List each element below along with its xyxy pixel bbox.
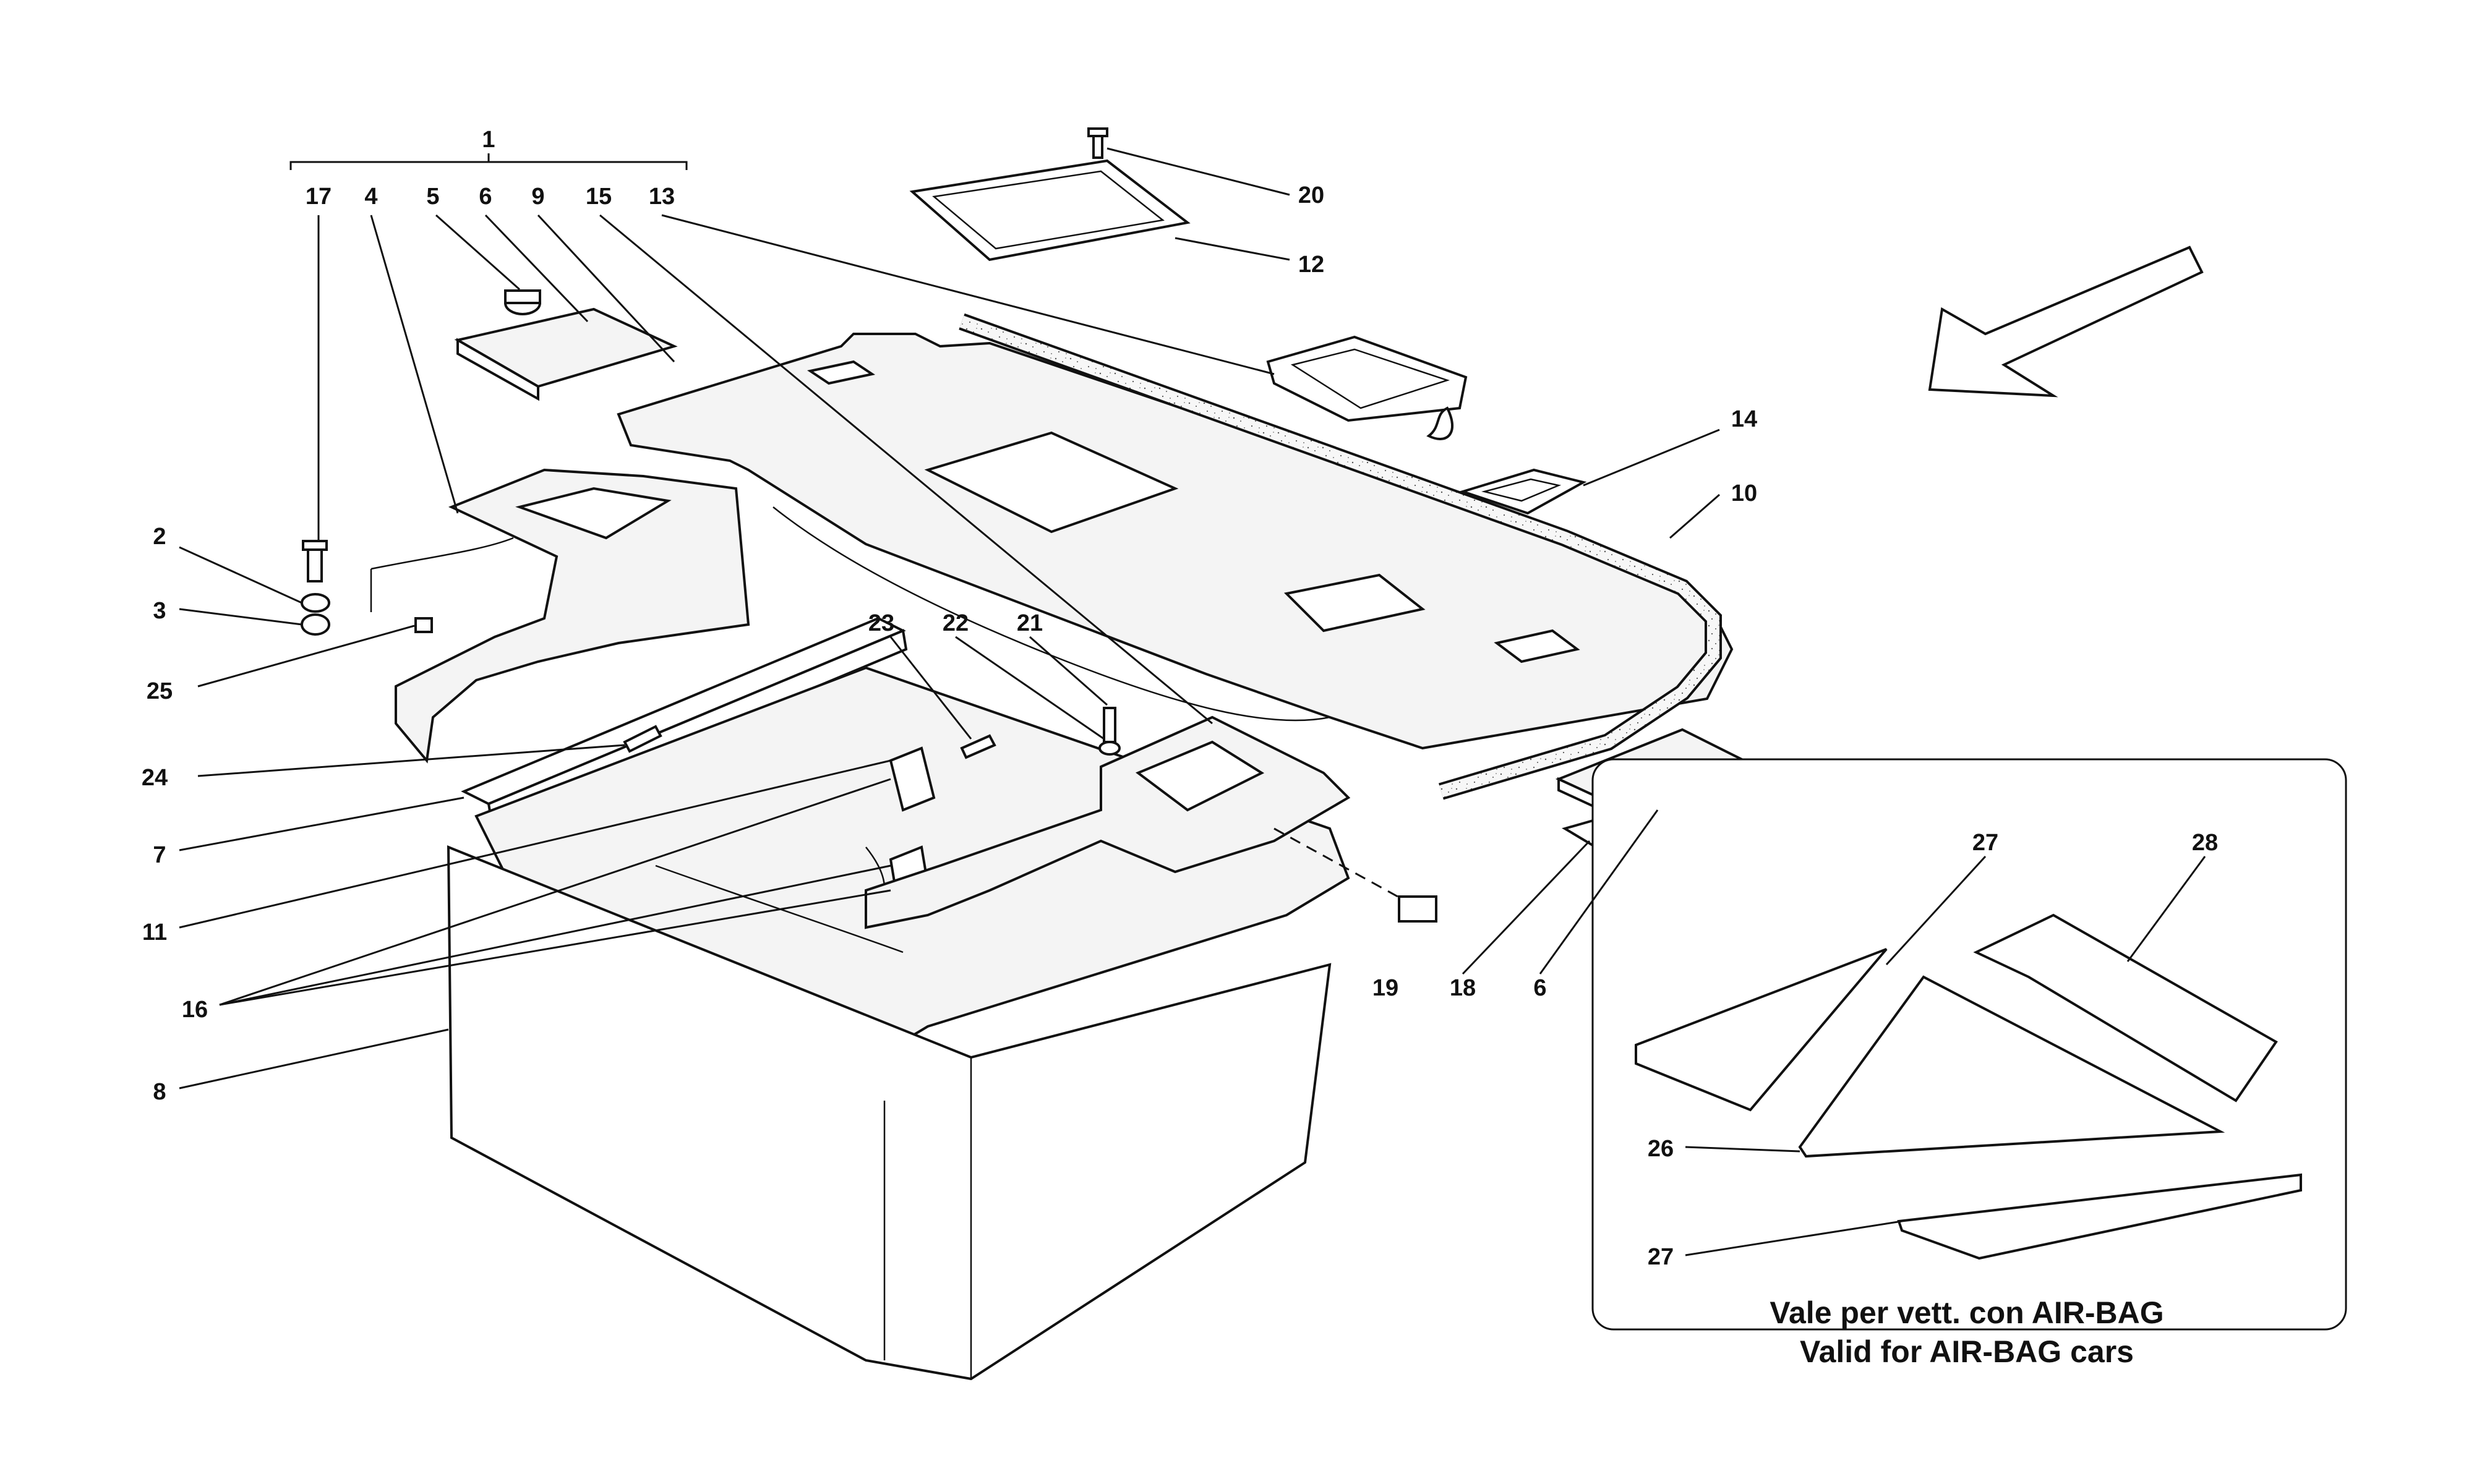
part-3-nut xyxy=(301,613,330,636)
label-24: 24 xyxy=(142,765,168,791)
label-6-upper: 6 xyxy=(479,184,492,210)
part-24-screw xyxy=(623,725,662,753)
part-2-washer xyxy=(301,593,330,613)
part-25-clip xyxy=(414,617,433,633)
part-27-pad-lower xyxy=(1897,1173,2302,1260)
label-21: 21 xyxy=(1017,610,1043,636)
label-27-upper: 27 xyxy=(1972,830,1998,856)
label-19: 19 xyxy=(1372,975,1398,1001)
part-5-cap xyxy=(504,289,541,315)
part-23-screw xyxy=(960,734,996,759)
airbag-inset xyxy=(1591,758,2347,1331)
part-21-screw xyxy=(1098,707,1121,756)
part-13-bracket xyxy=(1266,335,1468,440)
part-11-bracket xyxy=(889,746,936,812)
label-7: 7 xyxy=(153,842,166,868)
direction-arrow-icon xyxy=(1928,245,2204,398)
part-6-cover-upper xyxy=(454,307,678,401)
label-11: 11 xyxy=(142,919,167,945)
label-27-lower: 27 xyxy=(1648,1244,1674,1270)
label-16: 16 xyxy=(182,997,208,1023)
part-19-connector xyxy=(1273,827,1437,923)
label-17: 17 xyxy=(306,184,332,210)
label-12: 12 xyxy=(1298,252,1324,278)
part-26-pad xyxy=(1798,975,2225,1158)
callout-labels: 1 17 4 5 6 9 15 13 20 12 14 10 2 3 25 23… xyxy=(142,127,2218,1270)
label-4: 4 xyxy=(364,184,377,210)
part-15-right-panel xyxy=(865,715,1351,929)
label-15: 15 xyxy=(586,184,612,210)
label-28: 28 xyxy=(2192,830,2218,856)
part-28-pad xyxy=(1973,913,2278,1102)
label-25: 25 xyxy=(147,678,173,704)
label-13: 13 xyxy=(649,184,675,210)
label-23: 23 xyxy=(868,610,894,636)
part-9-main-panel xyxy=(617,333,1734,750)
part-12-frame xyxy=(909,159,1191,262)
part-10-seal xyxy=(959,313,1722,800)
part-14-frame xyxy=(1458,468,1587,515)
label-10: 10 xyxy=(1731,480,1757,506)
label-9: 9 xyxy=(531,184,544,210)
inset-caption: Vale per vett. con AIR-BAG Valid for AIR… xyxy=(1770,1295,2164,1369)
part-20-screw xyxy=(1087,127,1108,159)
label-3: 3 xyxy=(153,598,166,624)
label-6-right: 6 xyxy=(1533,975,1546,1001)
part-27-pad-upper xyxy=(1635,948,1888,1112)
label-18: 18 xyxy=(1450,975,1476,1001)
label-8: 8 xyxy=(153,1079,166,1105)
inset-caption-line2: Valid for AIR-BAG cars xyxy=(1800,1334,2134,1369)
label-1: 1 xyxy=(482,127,495,153)
label-22: 22 xyxy=(943,610,969,636)
label-20: 20 xyxy=(1298,182,1324,208)
inset-caption-line1: Vale per vett. con AIR-BAG xyxy=(1770,1295,2164,1330)
label-5: 5 xyxy=(426,184,439,210)
label-14: 14 xyxy=(1731,406,1757,432)
leader-lines xyxy=(179,147,2206,1256)
part-4-left-panel xyxy=(370,468,750,764)
part-17-screw xyxy=(302,540,328,582)
label-26: 26 xyxy=(1648,1136,1674,1162)
label-2: 2 xyxy=(153,524,166,550)
